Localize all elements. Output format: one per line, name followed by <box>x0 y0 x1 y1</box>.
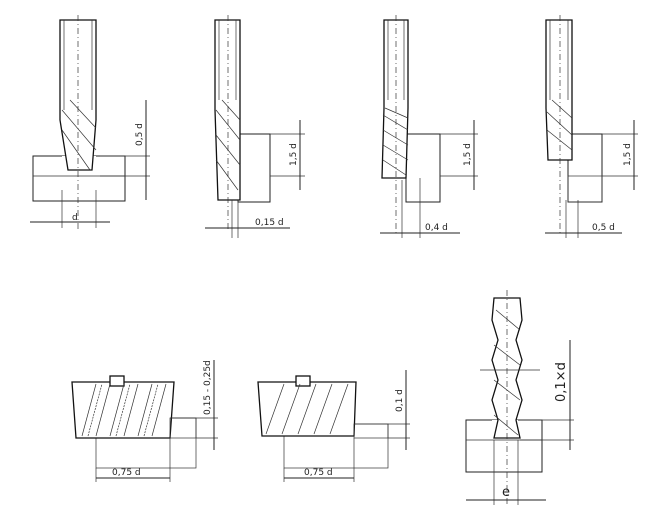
label-depth-4: 1,5 d <box>623 143 633 166</box>
label-width-6: 0,75 d <box>304 468 333 478</box>
label-depth-2: 1,5 d <box>289 143 299 166</box>
label-depth-7: 0,1×d <box>554 362 569 402</box>
label-depth-3: 1,5 d <box>463 143 473 166</box>
fig-small-slot: e 0,1×d <box>465 290 574 505</box>
fig-roughing-mill: 0,15 - 0,25d 0,75 d <box>71 360 218 482</box>
fig-slot-full: d 0,5 d <box>30 15 150 230</box>
label-width-1: d <box>72 213 78 223</box>
label-width-5: 0,75 d <box>112 468 141 478</box>
label-width-7: e <box>502 485 510 500</box>
label-depth-1: 0,5 d <box>135 123 145 146</box>
label-width-4: 0,5 d <box>592 223 615 233</box>
label-width-3: 0,4 d <box>425 223 448 233</box>
label-width-2: 0,15 d <box>255 218 284 228</box>
fig-finishing-mill: 0,1 d 0,75 d <box>257 370 410 482</box>
fig-side-04: 0,4 d 1,5 d <box>380 15 478 238</box>
fig-side-05: 0,5 d 1,5 d <box>545 15 638 238</box>
label-depth-6: 0,1 d <box>395 389 405 412</box>
fig-side-015: 0,15 d 1,5 d <box>205 15 305 238</box>
label-depth-5: 0,15 - 0,25d <box>203 360 213 415</box>
